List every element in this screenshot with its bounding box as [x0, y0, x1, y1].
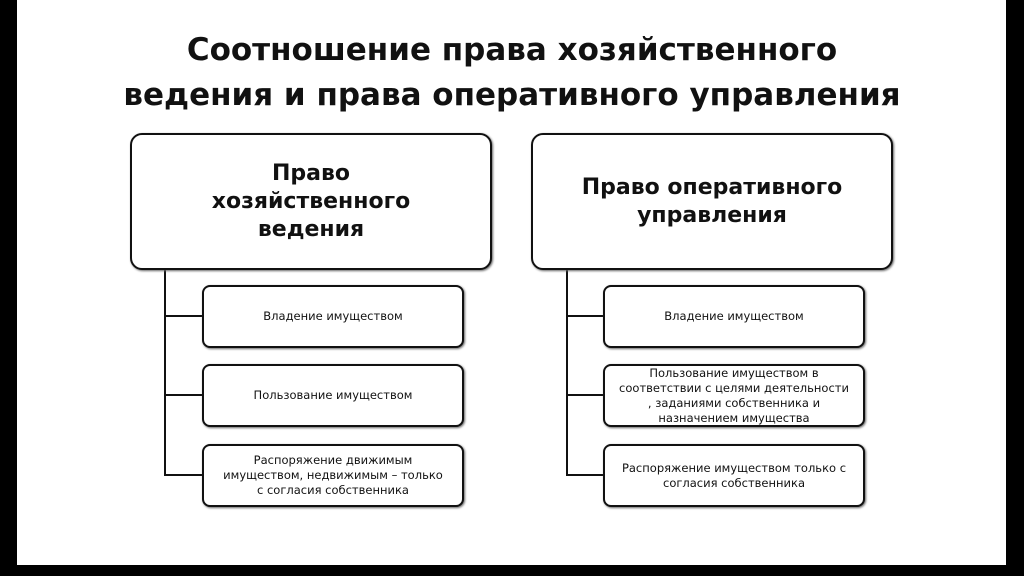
right-item-3: Распоряжение имуществом только с согласи… — [603, 444, 865, 507]
right-branch-1 — [566, 315, 606, 317]
left-heading-box: Право хозяйственного ведения — [130, 133, 492, 270]
title-line-1: Соотношение права хозяйственного — [186, 32, 838, 68]
left-heading: Право хозяйственного ведения — [211, 160, 411, 242]
left-item-3-text: Распоряжение движимым имуществом, недвиж… — [223, 453, 443, 497]
left-branch-1 — [164, 315, 204, 317]
right-connector — [566, 268, 568, 476]
right-branch-3 — [566, 474, 606, 476]
left-branch-2 — [164, 394, 204, 396]
right-item-3-text: Распоряжение имуществом только с согласи… — [621, 460, 847, 490]
left-item-1: Владение имуществом — [202, 285, 464, 348]
left-branch-3 — [164, 474, 204, 476]
left-item-1-text: Владение имуществом — [263, 309, 403, 323]
right-item-1: Владение имуществом — [603, 285, 865, 348]
left-item-2-text: Пользование имуществом — [253, 388, 413, 402]
left-connector — [164, 268, 166, 476]
left-item-3: Распоряжение движимым имуществом, недвиж… — [202, 444, 464, 507]
right-branch-2 — [566, 394, 606, 396]
right-heading: Право оперативного управления — [581, 174, 843, 228]
title-line-2: ведения и права оперативного управления — [123, 77, 901, 113]
right-item-2-text: Пользование имуществом в соответствии с … — [619, 365, 849, 425]
right-item-2: Пользование имуществом в соответствии с … — [603, 364, 865, 427]
right-heading-box: Право оперативного управления — [531, 133, 893, 270]
right-item-1-text: Владение имуществом — [664, 309, 804, 323]
left-item-2: Пользование имуществом — [202, 364, 464, 427]
